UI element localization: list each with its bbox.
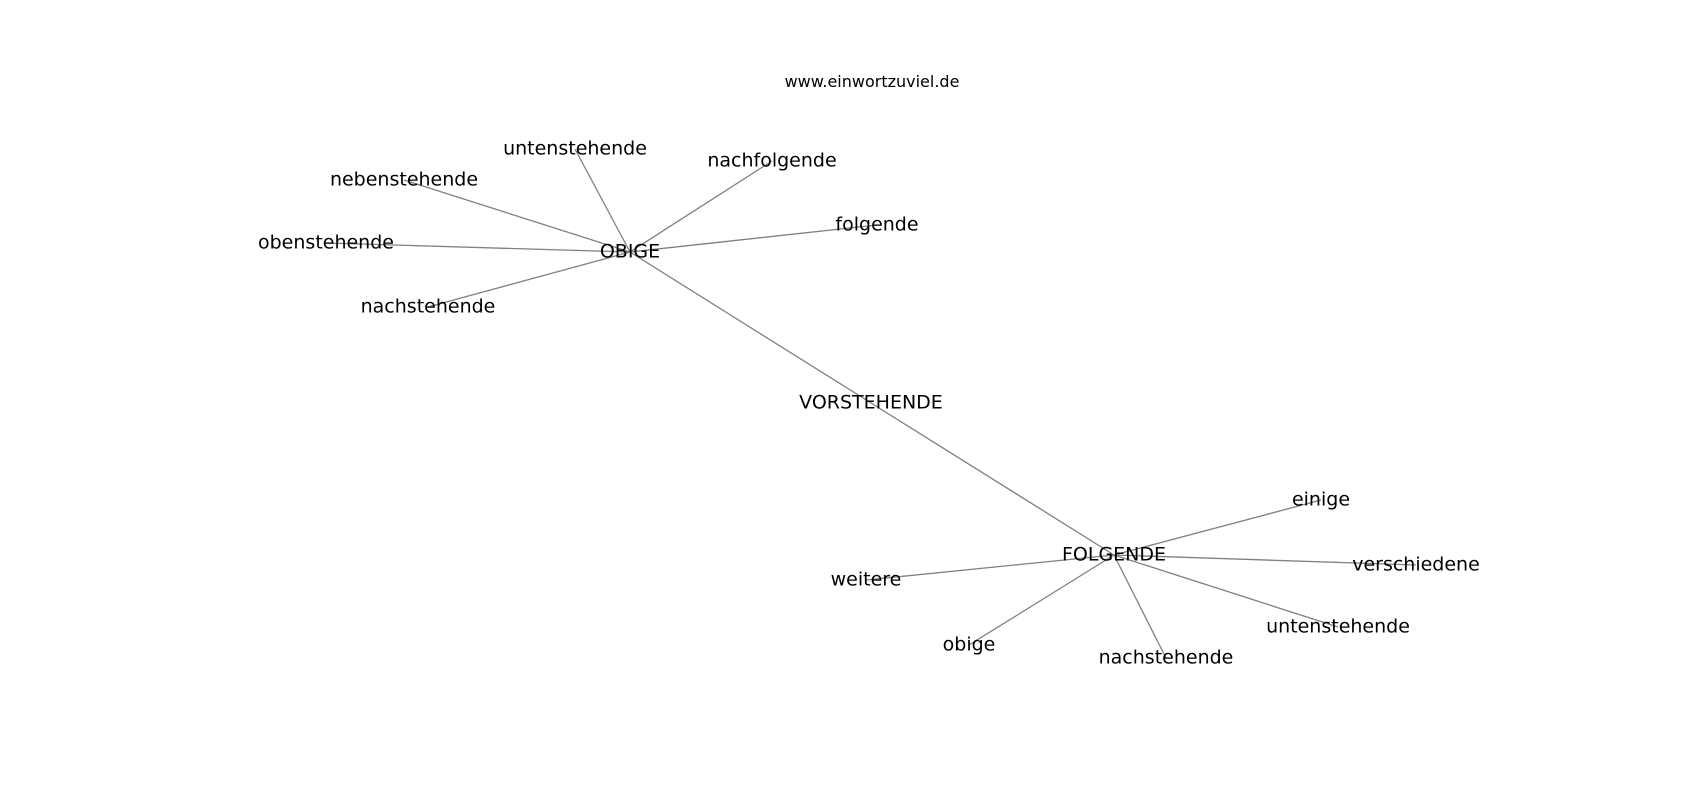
edge-obige_hub-folgende_leaf — [629, 224, 878, 253]
node-label-obige_leaf: obige — [943, 634, 996, 656]
node-label-obige_hub: OBIGE — [600, 241, 660, 263]
node-layer: VORSTEHENDE OBIGE FOLGENDE untenstehende nac… — [258, 138, 1480, 669]
node-label-folgende_leaf: folgende — [835, 214, 918, 236]
edge-folgende_hub-weitere — [865, 554, 1115, 581]
edge-obige_hub-nachstehende_1 — [427, 251, 631, 308]
node-label-nebenstehende: nebenstehende — [330, 169, 478, 191]
edge-vorstehende-folgende_hub — [870, 402, 1115, 556]
node-label-nachfolgende: nachfolgende — [707, 150, 836, 172]
node-label-weitere: weitere — [831, 569, 902, 591]
node-label-einige: einige — [1292, 489, 1350, 511]
edge-obige_hub-vorstehende — [629, 251, 872, 404]
node-label-untenstehende_1: untenstehende — [503, 138, 647, 160]
edge-folgende_hub-nachstehende_2 — [1113, 554, 1167, 659]
edge-obige_hub-obenstehende — [325, 242, 631, 253]
edge-obige_hub-nebenstehende — [403, 179, 631, 253]
edge-obige_hub-untenstehende_1 — [574, 148, 631, 253]
node-label-nachstehende_1: nachstehende — [361, 296, 496, 318]
site-url-label: www.einwortzuviel.de — [785, 72, 960, 91]
node-label-untenstehende_2: untenstehende — [1266, 616, 1410, 638]
edge-folgende_hub-untenstehende_2 — [1113, 554, 1339, 628]
edge-obige_hub-nachfolgende — [629, 160, 773, 253]
node-label-verschiedene: verschiedene — [1352, 554, 1480, 576]
edge-layer — [325, 148, 1417, 659]
node-label-obenstehende: obenstehende — [258, 232, 394, 254]
node-label-nachstehende_2: nachstehende — [1099, 647, 1234, 669]
edge-folgende_hub-einige — [1113, 499, 1322, 556]
edge-folgende_hub-verschiedene — [1113, 554, 1417, 566]
edge-folgende_hub-obige_leaf — [968, 554, 1115, 646]
node-label-vorstehende: VORSTEHENDE — [799, 392, 943, 414]
node-label-folgende_hub: FOLGENDE — [1062, 544, 1166, 566]
